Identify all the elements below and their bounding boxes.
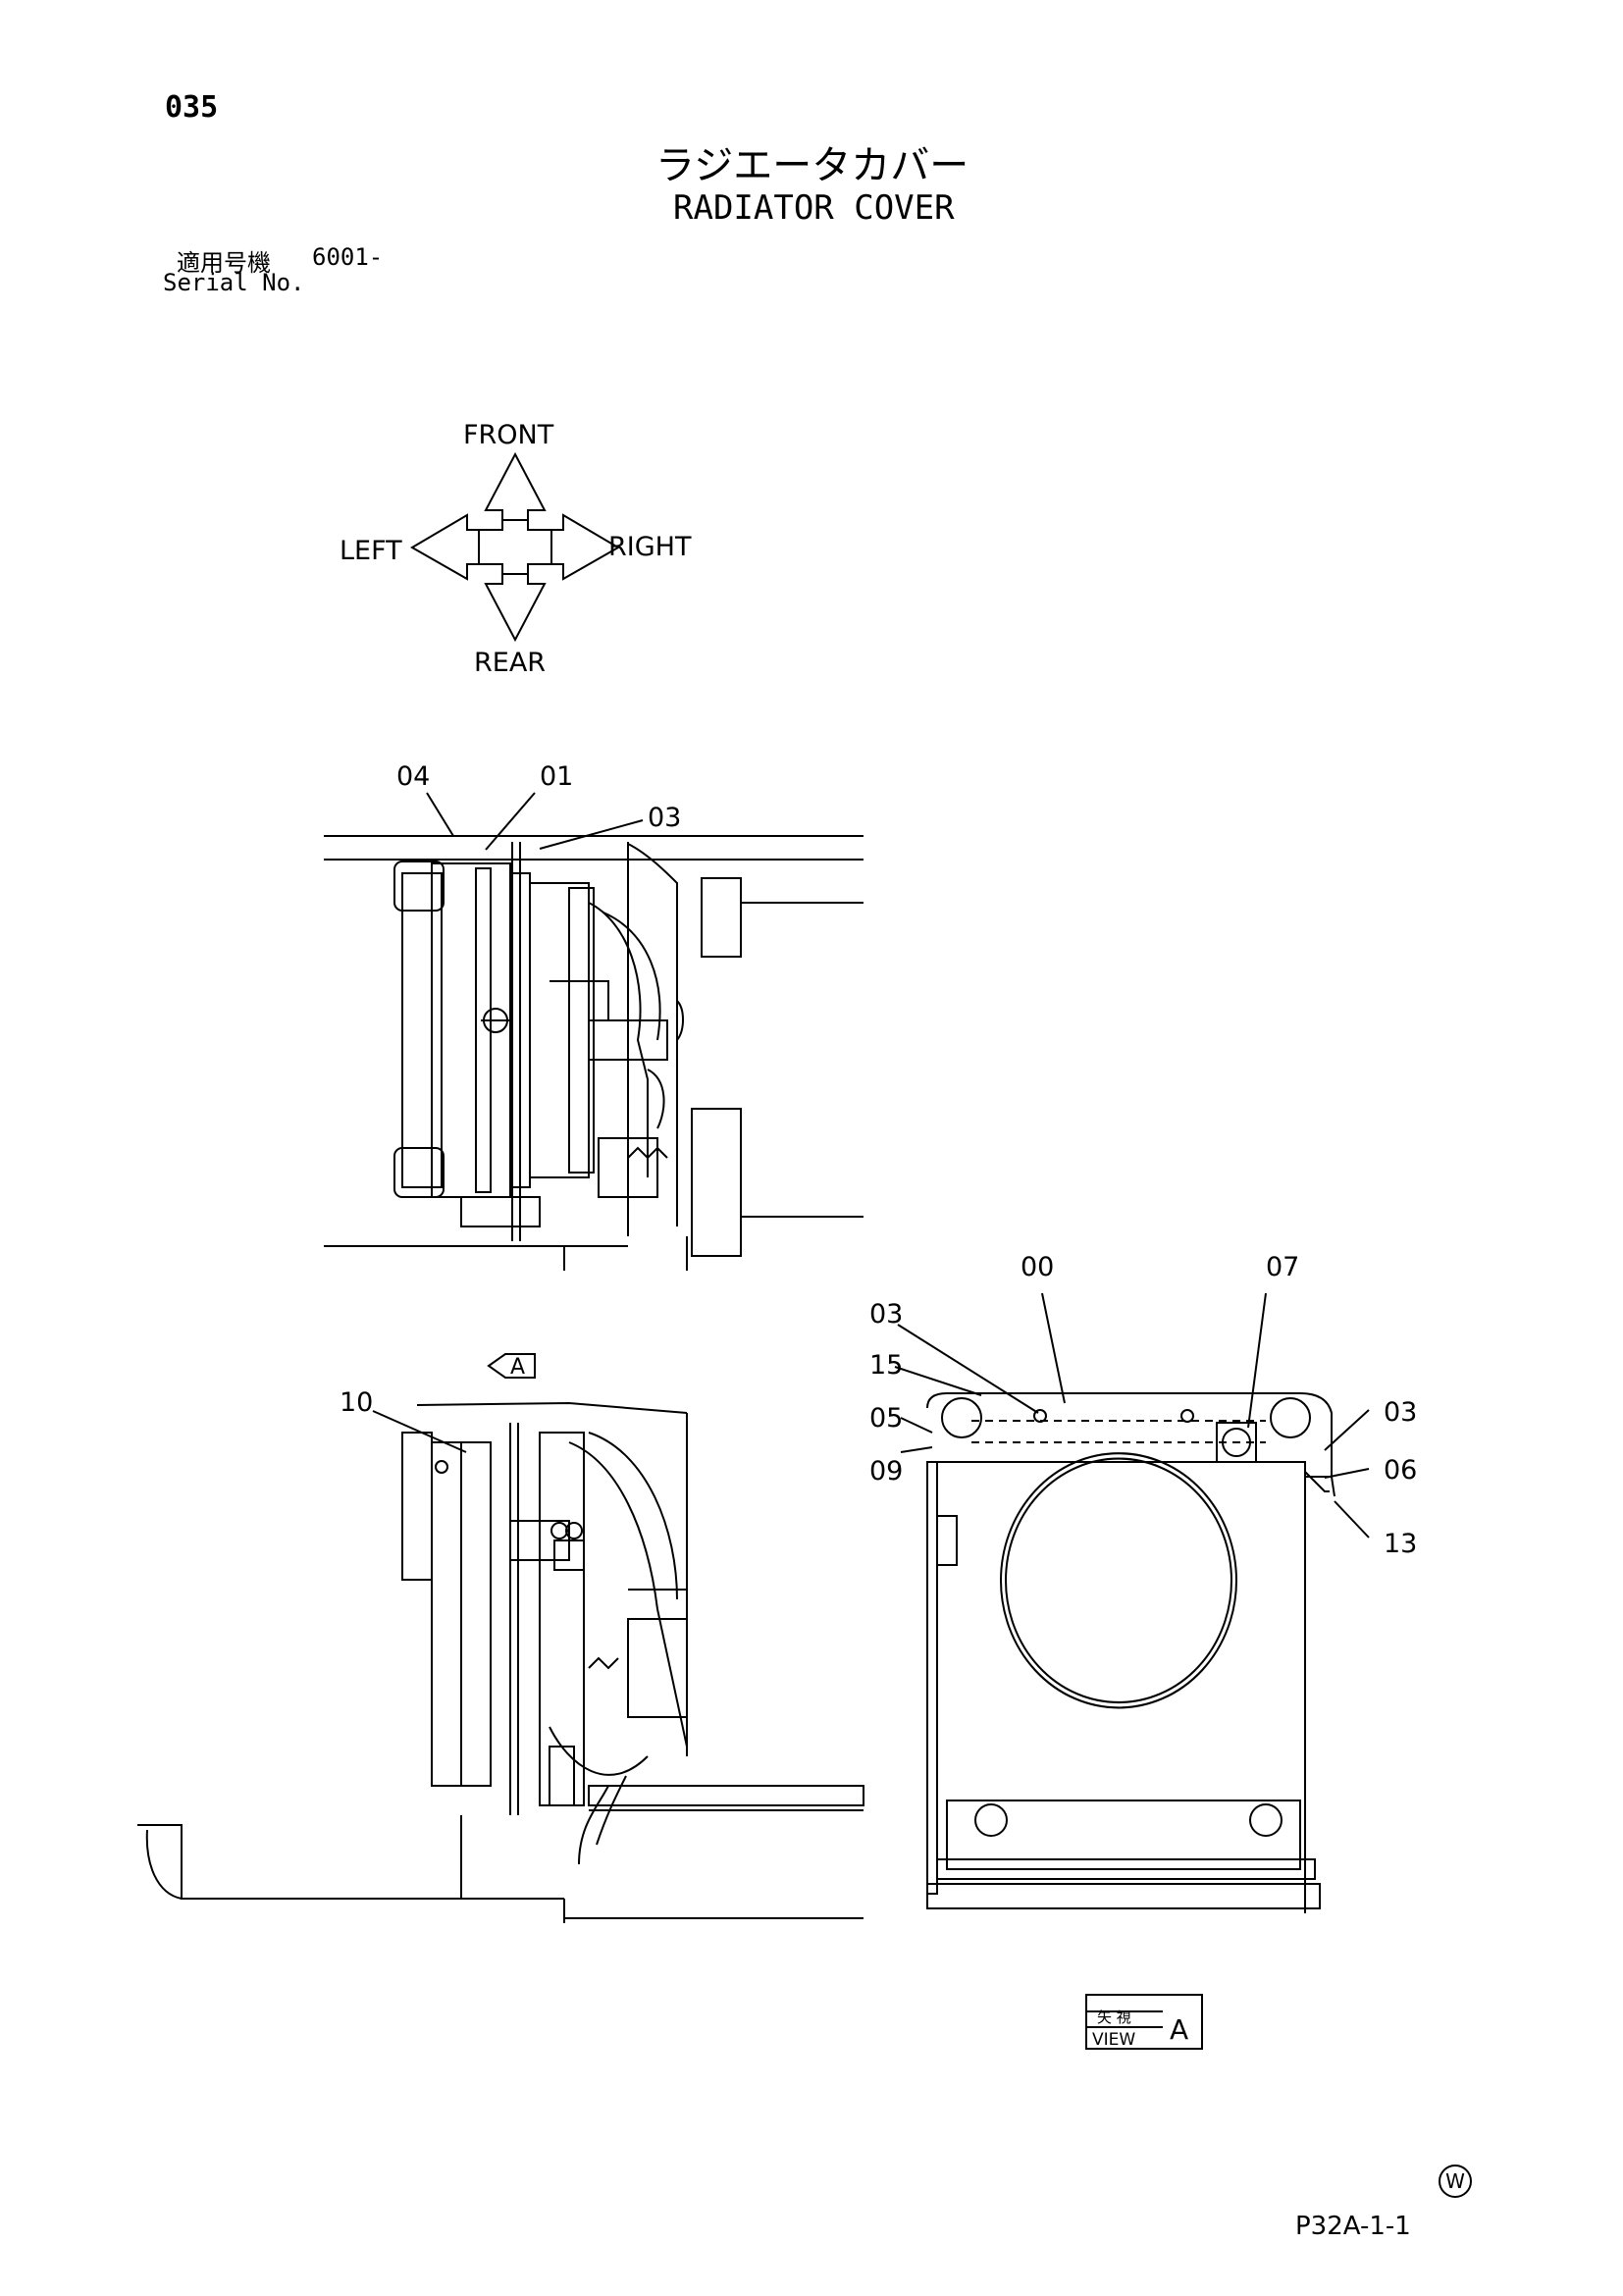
compass-front-label: FRONT <box>463 420 554 450</box>
title-english: RADIATOR COVER <box>673 188 955 228</box>
callout-03-left: 03 <box>869 1299 903 1330</box>
serial-label-english: Serial No. <box>163 269 305 296</box>
callout-09: 09 <box>869 1456 903 1487</box>
callout-07: 07 <box>1266 1252 1299 1282</box>
page-number: 035 <box>165 90 219 125</box>
compass-rear-label: REAR <box>474 648 546 678</box>
leader-lines <box>372 792 1370 1539</box>
top-view-drawing <box>324 835 864 1271</box>
view-box-japanese: 矢 視 <box>1097 2009 1131 2026</box>
callout-03-top: 03 <box>648 803 681 833</box>
callout-05: 05 <box>869 1403 903 1434</box>
callout-01: 01 <box>540 761 573 792</box>
view-a-drawing <box>926 1392 1335 1913</box>
compass-left-label: LEFT <box>340 536 402 566</box>
serial-label-japanese: 適用号機 <box>177 249 271 277</box>
callout-15: 15 <box>869 1350 903 1381</box>
compass-right-label: RIGHT <box>608 532 692 562</box>
callout-04: 04 <box>396 761 430 792</box>
callout-13: 13 <box>1384 1529 1417 1559</box>
callout-10: 10 <box>340 1387 373 1418</box>
view-a-marker-letter: A <box>510 1355 525 1380</box>
side-view-drawing <box>137 1401 864 1923</box>
page-code: P32A-1-1 <box>1295 2212 1411 2241</box>
view-box-letter: A <box>1170 2013 1188 2046</box>
view-a-box <box>1085 1994 1203 2050</box>
callout-03-right: 03 <box>1384 1397 1417 1428</box>
watermark-circle-icon: W <box>1439 2165 1472 2198</box>
callout-00: 00 <box>1021 1252 1054 1282</box>
title-japanese: ラジエータカバー <box>655 143 969 188</box>
serial-value: 6001- <box>312 243 384 271</box>
callout-06: 06 <box>1384 1455 1417 1486</box>
view-box-english: VIEW <box>1092 2030 1135 2050</box>
view-a-arrow-icon <box>487 1353 536 1379</box>
direction-compass-icon <box>410 451 620 643</box>
